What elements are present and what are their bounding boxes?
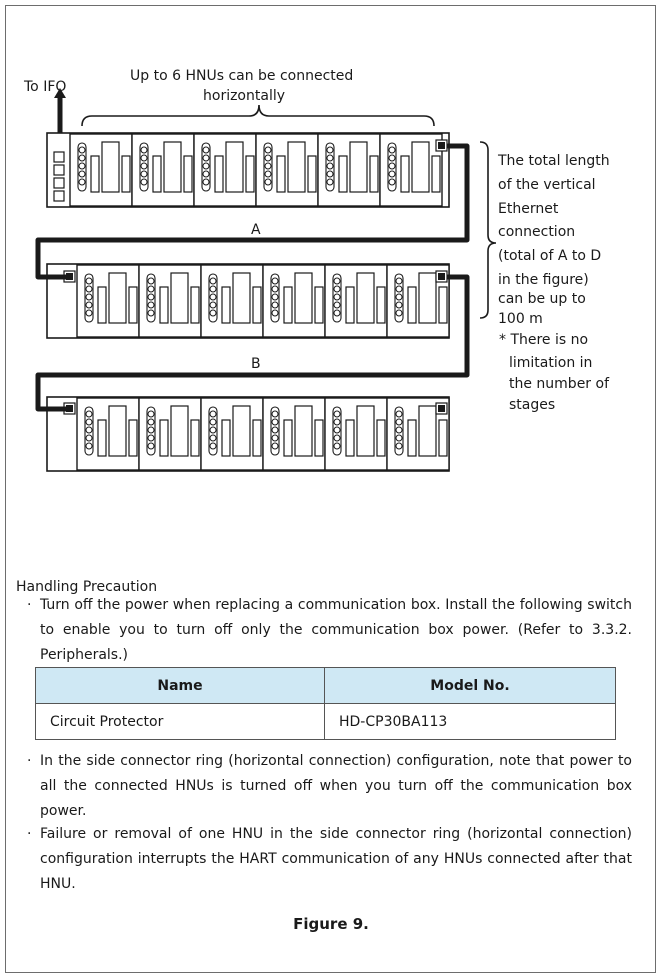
precaution-bullet-1: · Turn off the power when replacing a co… bbox=[27, 593, 632, 668]
table-row: Circuit Protector HD-CP30BA113 bbox=[35, 703, 616, 740]
precaution-bullet-2: · In the side connector ring (horizontal… bbox=[27, 749, 632, 824]
svg-text:stages: stages bbox=[509, 397, 555, 413]
to-ifo-label: To IFO bbox=[23, 79, 66, 95]
bullet-dot: · bbox=[27, 597, 32, 613]
table-cell-name: Circuit Protector bbox=[35, 703, 325, 740]
table-header-row: Name Model No. bbox=[35, 667, 616, 704]
svg-text:in the figure): in the figure) bbox=[498, 272, 589, 288]
circuit-protector-table: Name Model No. Circuit Protector HD-CP30… bbox=[35, 667, 616, 740]
handling-precaution-title: Handling Precaution bbox=[16, 579, 158, 595]
ethernet-cable-b bbox=[35, 274, 470, 412]
svg-text:* There is no: * There is no bbox=[499, 332, 588, 348]
cable-a-label: A bbox=[251, 222, 261, 238]
svg-text:(total of A to D: (total of A to D bbox=[498, 248, 601, 264]
up-to-label-line1: Up to 6 HNUs can be connected bbox=[130, 68, 353, 84]
svg-text:connection: connection bbox=[498, 224, 575, 240]
svg-text:The total length: The total length bbox=[497, 153, 610, 169]
hnu-row-1 bbox=[46, 132, 450, 208]
svg-text:can be up to: can be up to bbox=[498, 291, 586, 307]
hnu-row-3 bbox=[46, 396, 450, 472]
figure-caption: Figure 9. bbox=[293, 915, 369, 933]
precaution-bullet-2-text: In the side connector ring (horizontal c… bbox=[40, 753, 632, 819]
bullet-dot: · bbox=[27, 753, 32, 769]
table-cell-model: HD-CP30BA113 bbox=[324, 703, 616, 740]
vertical-brace bbox=[479, 141, 497, 319]
svg-text:the number of: the number of bbox=[509, 376, 610, 392]
svg-text:limitation in: limitation in bbox=[509, 355, 592, 371]
hnu-connection-diagram: To IFO Up to 6 HNUs can be connected hor… bbox=[23, 68, 610, 472]
cable-b-label: B bbox=[251, 356, 261, 372]
stage-note: * There is no limitation in the number o… bbox=[499, 332, 610, 413]
precaution-bullet-3-text: Failure or removal of one HNU in the sid… bbox=[40, 826, 632, 892]
bullet-dot: · bbox=[27, 826, 32, 842]
precaution-bullet-1-text: Turn off the power when replacing a comm… bbox=[40, 597, 632, 663]
precaution-bullet-3: · Failure or removal of one HNU in the s… bbox=[27, 822, 632, 897]
hnu-row-2 bbox=[46, 263, 450, 339]
svg-text:Ethernet: Ethernet bbox=[498, 201, 559, 217]
page-frame bbox=[5, 5, 656, 973]
svg-text:of the vertical: of the vertical bbox=[498, 177, 596, 193]
total-length-note: The total length of the vertical Etherne… bbox=[497, 153, 610, 327]
up-to-label-line2: horizontally bbox=[203, 88, 285, 104]
ethernet-cable-a bbox=[35, 143, 470, 280]
horizontal-brace bbox=[81, 104, 435, 127]
table-header-name: Name bbox=[35, 667, 325, 704]
table-header-model: Model No. bbox=[324, 667, 616, 704]
svg-text:100 m: 100 m bbox=[498, 311, 543, 327]
